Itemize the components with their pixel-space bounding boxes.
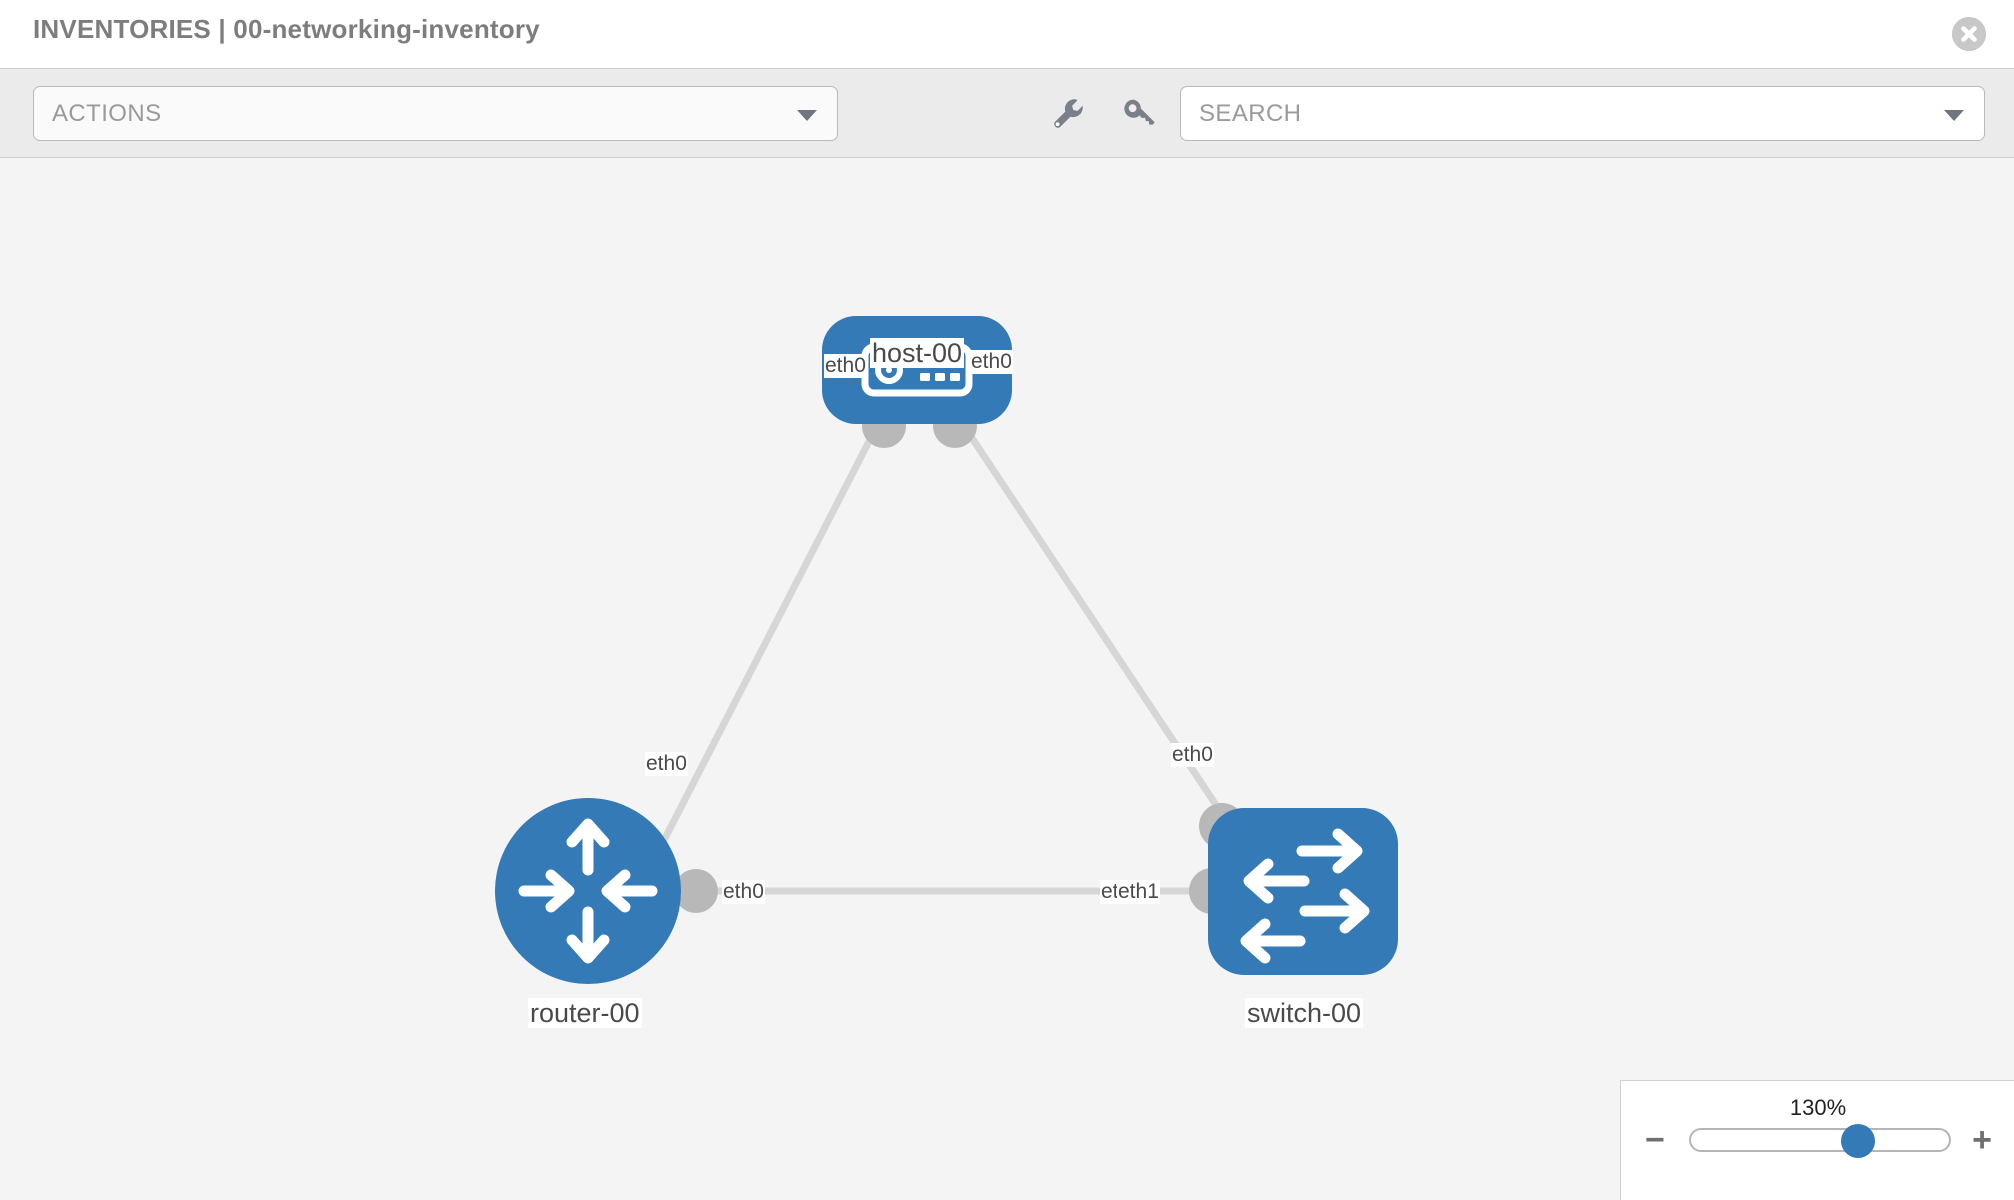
- node-label-switch: switch-00: [1245, 998, 1364, 1029]
- close-icon[interactable]: [1952, 17, 1986, 51]
- iface-label: eth0: [824, 354, 867, 378]
- search-placeholder: SEARCH: [1199, 100, 1302, 127]
- link-host-router: [656, 416, 884, 852]
- link-layer: [656, 416, 1232, 895]
- zoom-percent-label: 130%: [1789, 1095, 1847, 1120]
- actions-dropdown-label: ACTIONS: [52, 100, 162, 127]
- topology-graph: [495, 316, 1398, 984]
- topology-canvas[interactable]: host-00 router-00 switch-00 eth0 eth0 et…: [0, 158, 2014, 1200]
- node-router-00[interactable]: [495, 798, 681, 984]
- node-label-router: router-00: [528, 998, 642, 1029]
- switch-arrows-icon: [1240, 828, 1370, 964]
- node-label-host: host-00: [870, 338, 965, 369]
- iface-label: eth0: [970, 350, 1013, 374]
- wrench-icon[interactable]: [1046, 91, 1090, 135]
- zoom-slider-handle[interactable]: [1841, 1124, 1875, 1158]
- toolbar: ACTIONS SEARCH: [0, 68, 2014, 158]
- router-arrows-icon: [518, 818, 658, 964]
- zoom-slider-track[interactable]: [1689, 1124, 1951, 1158]
- zoom-in-button[interactable]: +: [1972, 1121, 1992, 1159]
- zoom-out-button[interactable]: −: [1645, 1121, 1665, 1159]
- iface-label: eth0: [645, 752, 688, 776]
- node-switch-00[interactable]: [1208, 808, 1398, 975]
- chevron-down-icon[interactable]: [1944, 109, 1964, 121]
- zoom-control: 130% − +: [1620, 1080, 2014, 1200]
- page-title: INVENTORIES | 00-networking-inventory: [33, 14, 540, 44]
- iface-label: eth1: [1117, 880, 1160, 904]
- search-input[interactable]: SEARCH: [1180, 86, 1985, 141]
- connector-router-right: [674, 869, 718, 913]
- actions-dropdown[interactable]: ACTIONS: [33, 86, 838, 141]
- iface-label: eth0: [722, 880, 765, 904]
- page-header: INVENTORIES | 00-networking-inventory: [0, 0, 2014, 68]
- chevron-down-icon: [797, 109, 817, 121]
- iface-label: eth0: [1171, 743, 1214, 767]
- key-icon[interactable]: [1116, 91, 1160, 135]
